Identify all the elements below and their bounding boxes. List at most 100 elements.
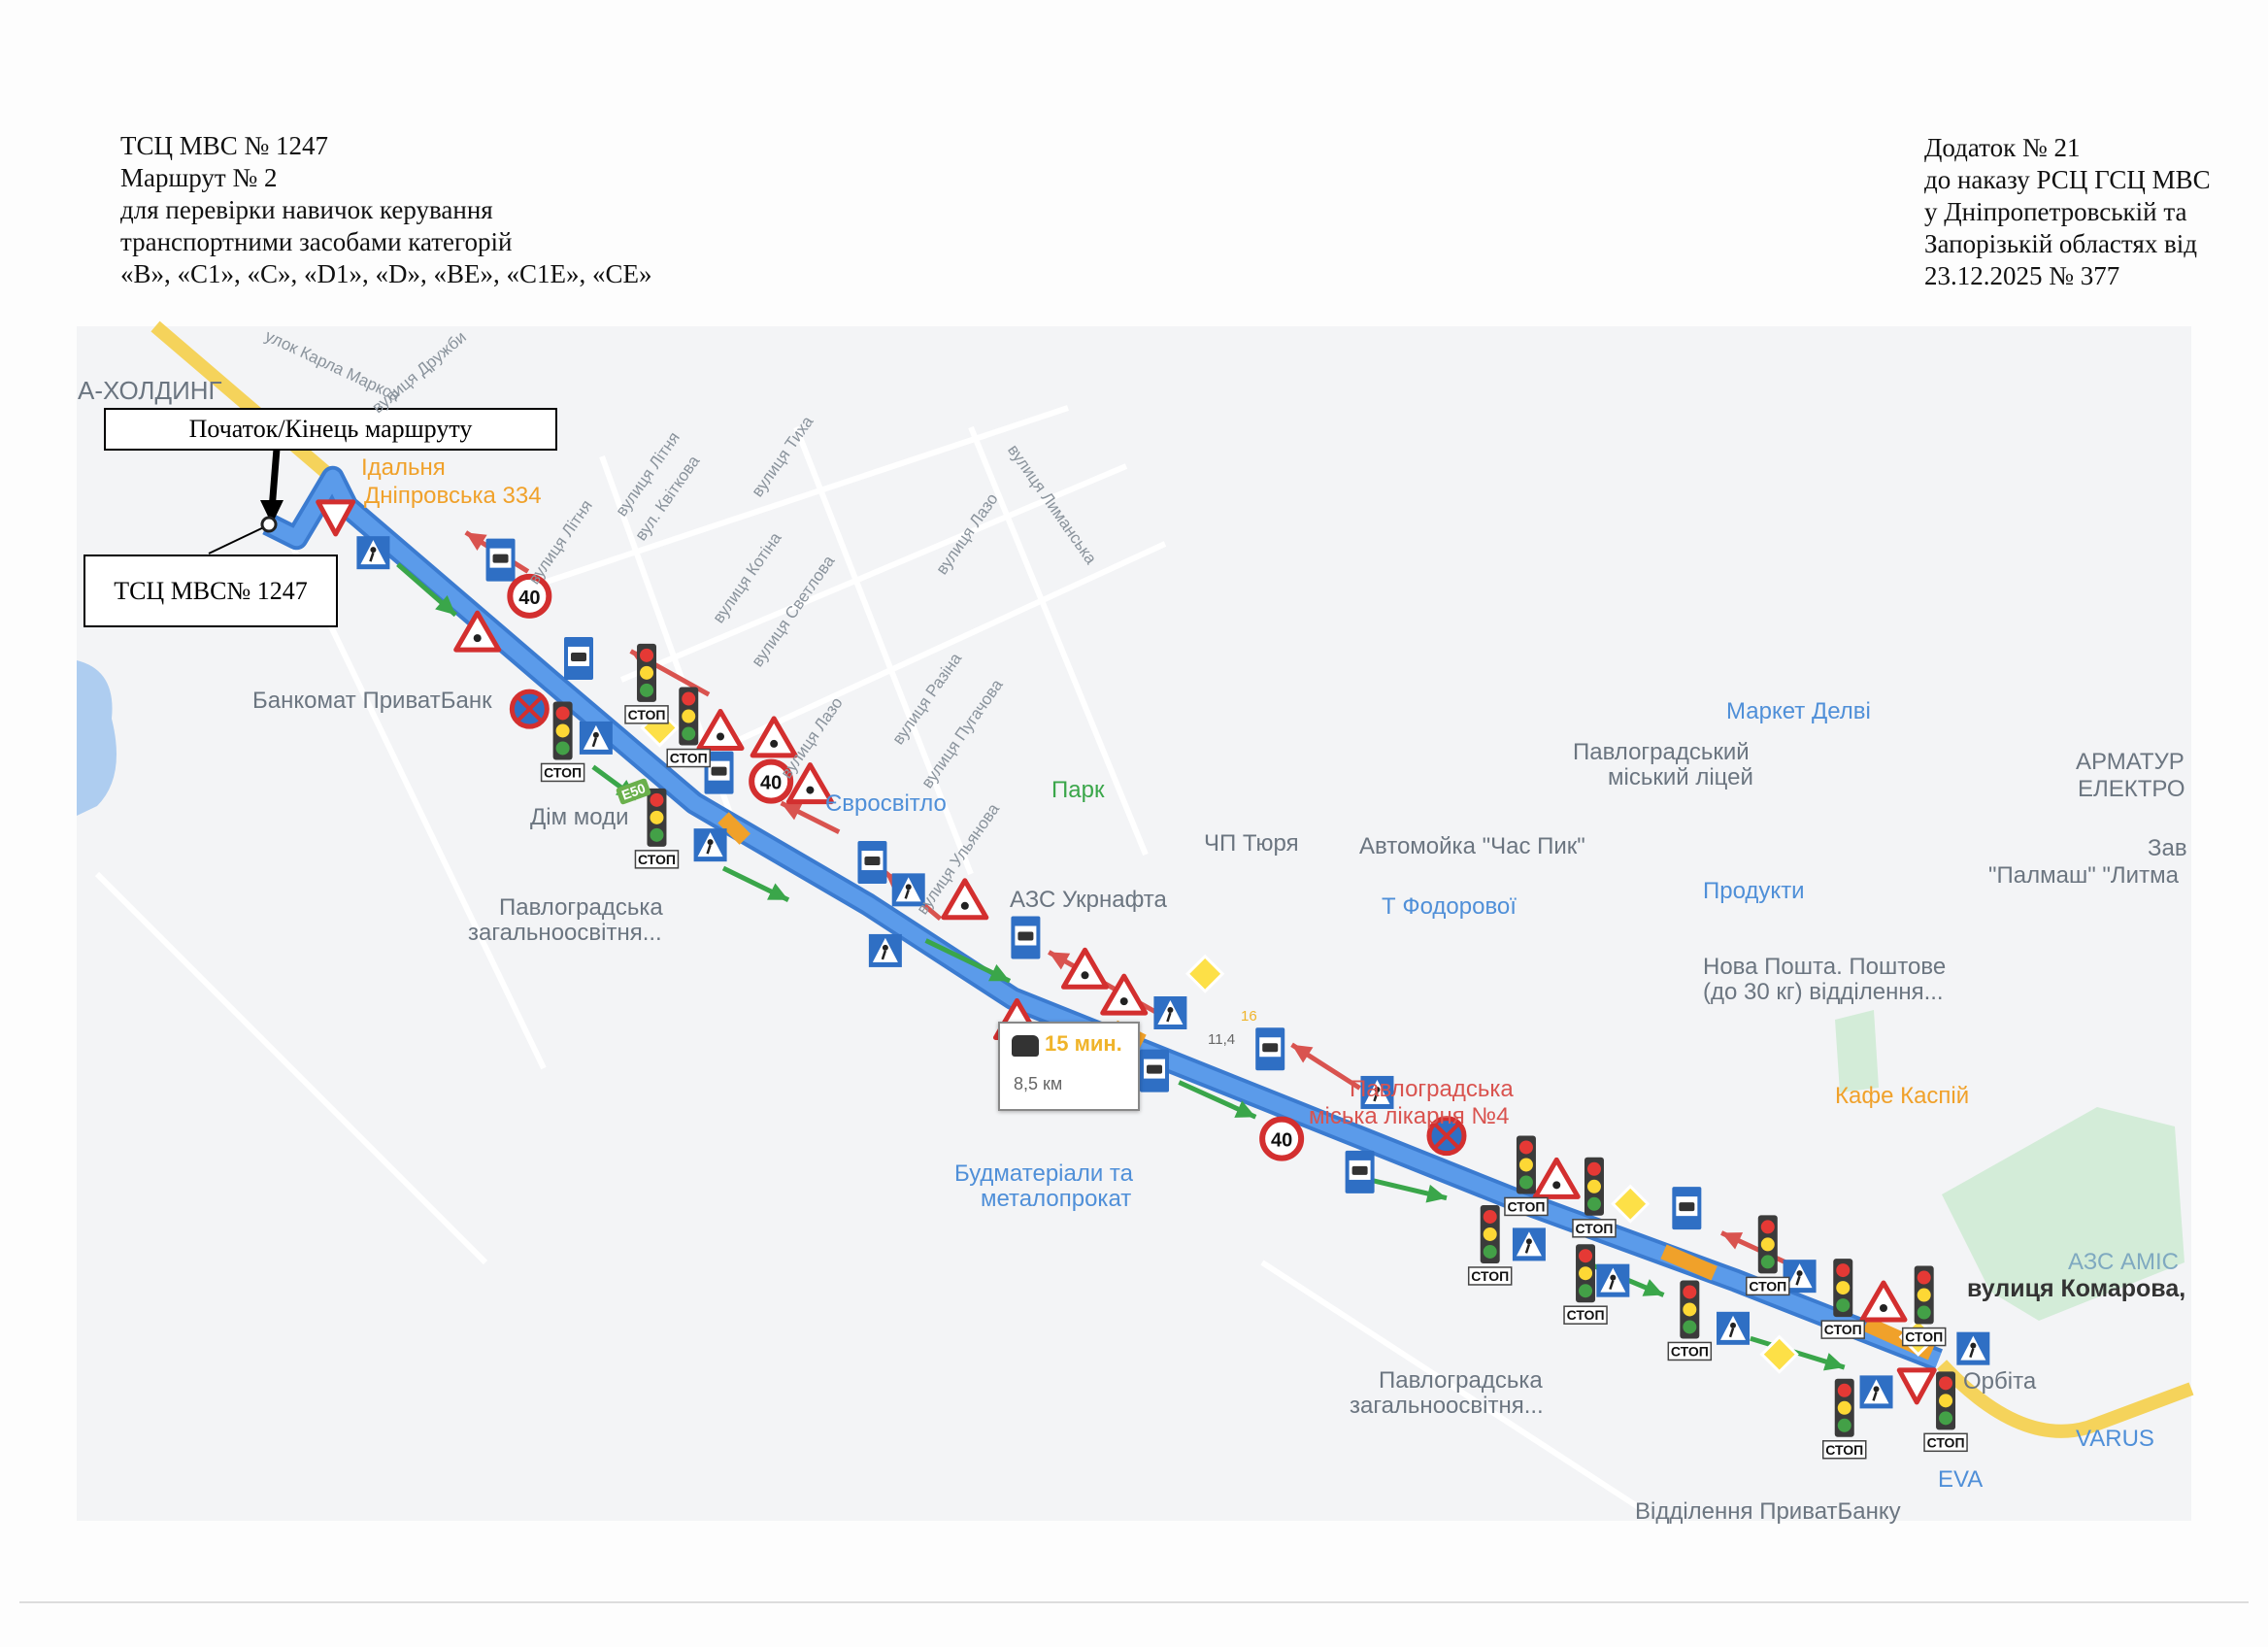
stop-label: СТОП: [1471, 1268, 1509, 1284]
sign-triangle: [1859, 1280, 1908, 1323]
poi-label[interactable]: Автомойка "Час Пик": [1359, 833, 1585, 859]
traffic-light-lamp: [1760, 1220, 1775, 1234]
start-point-marker[interactable]: [260, 516, 278, 533]
poi-label[interactable]: (до 30 кг) відділення...: [1703, 979, 1944, 1005]
stop-label-box: [1467, 1266, 1513, 1286]
bus-glyph: [711, 766, 727, 776]
header-line: до наказу РСЦ ГСЦ МВС: [1924, 165, 2211, 194]
poi-label[interactable]: Павлоградська: [499, 894, 663, 921]
pedestrian-glyph: [1374, 1086, 1381, 1092]
poi-label[interactable]: EVA: [1938, 1466, 1984, 1493]
pedestrian-crossing-icon: [891, 873, 925, 907]
stop-label: СТОП: [1671, 1343, 1709, 1359]
poi-label[interactable]: Зав: [2148, 835, 2187, 861]
header-line: у Дніпропетровській та: [1924, 197, 2187, 226]
start-end-callout: Початок/Кінець маршруту: [104, 408, 557, 451]
bus-stop-icon: [1255, 1027, 1285, 1071]
pedestrian-glyph: [1795, 1275, 1801, 1286]
poi-label[interactable]: ЧП Тюря: [1204, 830, 1299, 857]
traffic-light-lamp: [640, 683, 654, 697]
poi-label[interactable]: АЗС AMIC: [2068, 1249, 2179, 1275]
warning-triangle-icon: [785, 762, 834, 805]
major-road: [1936, 1360, 2194, 1438]
pedestrian-glyph: [1609, 1280, 1615, 1291]
route-info-box[interactable]: 15 мин. 8,5 км: [998, 1022, 1140, 1111]
poi-label[interactable]: Павлоградська: [1350, 1076, 1514, 1102]
poi-label[interactable]: Євросвітло: [825, 790, 947, 817]
poi-label[interactable]: Продукти: [1703, 878, 1805, 904]
poi-label[interactable]: Дніпровська 334: [364, 483, 542, 509]
street-label-komarova[interactable]: вулиця Комарова,: [1967, 1275, 2186, 1302]
forward-arrow-head: [1642, 1279, 1664, 1296]
stop-label: СТОП: [1749, 1278, 1786, 1294]
poi-label[interactable]: металопрокат: [981, 1186, 1132, 1212]
pedestrian-glyph: [1167, 1007, 1174, 1013]
poi-label[interactable]: Кафе Каспій: [1835, 1083, 1970, 1109]
route-time: 15 мин.: [1045, 1031, 1122, 1056]
poi-label[interactable]: Павлоградська: [1379, 1367, 1543, 1394]
stop-label-box: [1901, 1327, 1947, 1347]
park-area: [1835, 1010, 1879, 1092]
traffic-light-icon: СТОП: [1746, 1215, 1790, 1296]
poi-label[interactable]: міська лікарня №4: [1309, 1103, 1510, 1129]
stop-label: СТОП: [1905, 1329, 1943, 1345]
traffic-light-lamp: [1683, 1302, 1697, 1317]
bus-stop-icon: [857, 841, 887, 885]
poi-label[interactable]: "Палмаш" "Литма: [1988, 862, 2179, 889]
backward-arrow-head: [1721, 1232, 1744, 1250]
traffic-light-lamp: [1836, 1298, 1851, 1313]
traffic-light-lamp: [1518, 1158, 1533, 1172]
poi-label[interactable]: Маркет Делві: [1726, 698, 1871, 724]
stop-label: СТОП: [544, 764, 582, 780]
poi-label[interactable]: загальноосвітня...: [1350, 1393, 1544, 1419]
backward-arrow-head: [781, 802, 803, 821]
major-road: [150, 320, 335, 482]
sign-cross: [516, 695, 543, 723]
poi-label[interactable]: АРМАТУР: [2076, 749, 2185, 775]
stop-label: СТОП: [1824, 1322, 1862, 1337]
traffic-light-icon: СТОП: [1467, 1204, 1513, 1286]
priority-road-icon: [1185, 954, 1225, 993]
poi-label[interactable]: VARUS: [2076, 1426, 2154, 1452]
pedestrian-crossing-icon: [356, 536, 390, 570]
sign-ring: [749, 758, 794, 804]
pedestrian-glyph: [1525, 1238, 1532, 1245]
bus-stop-icon: [1011, 916, 1041, 959]
sign-ring: [507, 573, 552, 619]
traffic-light-icon: СТОП: [1667, 1280, 1713, 1361]
poi-label[interactable]: загальноосвітня...: [468, 920, 662, 946]
route-slow-segment: [717, 812, 751, 845]
poi-label[interactable]: Банкомат ПриватБанк: [252, 688, 492, 714]
document-header-right: Додаток № 21 до наказу РСЦ ГСЦ МВС у Дні…: [1924, 132, 2211, 292]
pedestrian-crossing-icon: [1153, 996, 1187, 1029]
traffic-light-lamp: [1917, 1288, 1931, 1302]
poi-label[interactable]: ЕЛЕКТРО: [2078, 776, 2185, 802]
poi-label[interactable]: Павлоградський: [1573, 739, 1750, 765]
poi-label[interactable]: АЗС Укрнафта: [1010, 887, 1167, 913]
pedestrian-crossing-icon: [1360, 1075, 1394, 1109]
warning-triangle-icon: [1061, 947, 1109, 990]
warning-triangle-icon: [1532, 1157, 1581, 1199]
sign-triangle: [941, 878, 989, 921]
backward-arrow-head: [1049, 952, 1071, 970]
poi-label[interactable]: Будматеріали та: [954, 1160, 1133, 1187]
poi-label[interactable]: Дім моди: [530, 804, 629, 830]
traffic-light-icon: СТОП: [1901, 1265, 1947, 1347]
traffic-light-lamp: [1483, 1209, 1497, 1224]
poi-label[interactable]: Нова Пошта. Поштове: [1703, 954, 1947, 980]
forward-arrow-head: [1425, 1184, 1447, 1203]
poi-label[interactable]: Парк: [1051, 777, 1105, 803]
poi-label[interactable]: міський ліцей: [1608, 764, 1753, 790]
callout-leader: [208, 523, 271, 555]
poi-label[interactable]: А-ХОЛДИНГ: [78, 376, 222, 405]
poi-label[interactable]: Ідальня: [361, 454, 446, 481]
sign-diamond: [1185, 954, 1225, 993]
poi-label[interactable]: Орбіта: [1963, 1368, 2037, 1395]
bus-stop-icon: [1345, 1150, 1375, 1193]
poi-label[interactable]: Відділення ПриватБанку: [1635, 1498, 1901, 1525]
backward-arrow-head: [1291, 1044, 1314, 1063]
poi-label[interactable]: Т Фодорової: [1382, 893, 1517, 920]
bus-glyph: [1147, 1064, 1163, 1074]
no-stopping-icon: [509, 689, 550, 729]
